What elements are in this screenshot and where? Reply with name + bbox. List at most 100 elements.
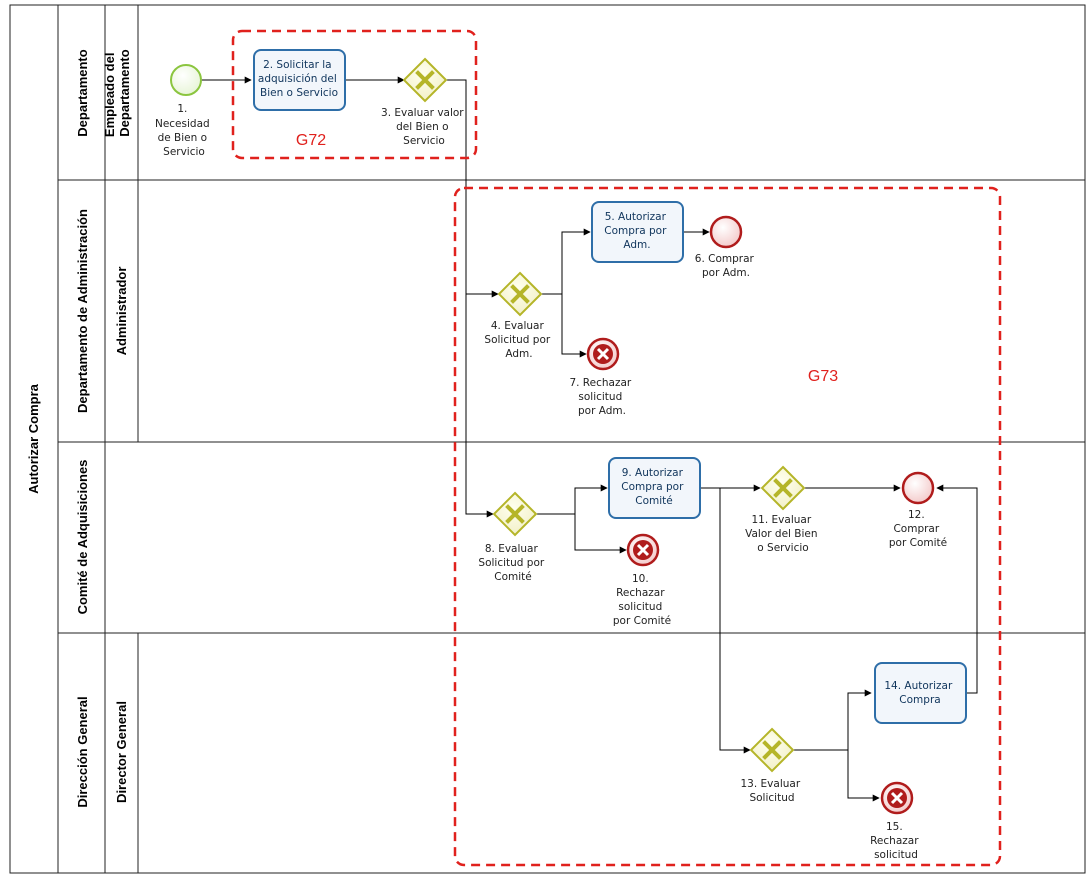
task-label: 14. Autorizar Compra [884, 680, 955, 706]
label-line: 13. Evaluar [741, 778, 801, 790]
exclusive-x-icon [762, 740, 782, 760]
label-line: o Servicio [757, 542, 808, 554]
label-line: Solicitud [749, 792, 794, 804]
label-line: Adm. [505, 348, 532, 360]
end-event-12-comprar-comite[interactable]: 12. Comprar por Comité [889, 471, 947, 549]
node-label: 8. Evaluar Solicitud por Comité [478, 543, 547, 583]
label-line: por Comité [613, 615, 671, 627]
node-label: 10. Rechazar solicitud por Comité [613, 573, 671, 627]
node-label: 3. Evaluar valor del Bien o Servicio [381, 107, 467, 147]
gateway-3-evaluar-valor[interactable]: 3. Evaluar valor del Bien o Servicio [381, 57, 467, 147]
label-line: Servicio [163, 146, 205, 158]
gateway-4-evaluar-solicitud-adm[interactable]: 4. Evaluar Solicitud por Adm. [484, 271, 553, 360]
end-event-6-comprar-adm[interactable]: 6. Comprar por Adm. [695, 215, 757, 279]
group-g72[interactable]: G72 [231, 29, 478, 160]
error-end-event-7-rechazar-adm[interactable]: 7. Rechazar solicitud por Adm. [569, 337, 634, 417]
label-line: 6. Comprar [695, 253, 755, 265]
task-label: 5. Autorizar Compra por Adm. [604, 211, 670, 251]
label-line: del Bien o [396, 121, 448, 133]
task-9-autorizar-compra-comite[interactable]: 9. Autorizar Compra por Comité [608, 457, 701, 519]
exclusive-x-icon [505, 504, 525, 524]
lane-title: Dirección General [75, 696, 90, 807]
label-line: por Adm. [702, 267, 750, 279]
error-end-event-15-rechazar[interactable]: 15. Rechazar solicitud [870, 781, 922, 861]
label-line: Compra por [604, 225, 667, 237]
label-line: Comité [494, 571, 531, 583]
task-label: 2. Solicitar la adquisición del Bien o S… [258, 59, 340, 99]
label-line: por Comité [889, 537, 947, 549]
task-14-autorizar-compra[interactable]: 14. Autorizar Compra [874, 662, 967, 724]
group-border [453, 186, 1002, 867]
label-line: 14. Autorizar [884, 680, 953, 692]
sublane-title: Administrador [114, 267, 129, 356]
end-event-circle [901, 471, 935, 505]
sublane-title-line: Departamento [117, 49, 132, 136]
label-line: solicitud [618, 601, 662, 613]
label-line: Rechazar [616, 587, 665, 599]
error-end-event-10-rechazar-comite[interactable]: 10. Rechazar solicitud por Comité [613, 533, 671, 627]
label-line: Comprar [893, 523, 939, 535]
label-line: Necesidad [155, 118, 210, 130]
exclusive-x-icon [510, 284, 530, 304]
label-line: Adm. [623, 239, 650, 251]
label-line: Solicitud por [478, 557, 544, 569]
lane-title: Departamento de Administración [75, 209, 90, 413]
task-2-solicitar-adquisicion[interactable]: 2. Solicitar la adquisición del Bien o S… [253, 49, 346, 111]
group-label: G73 [808, 368, 838, 385]
task-5-autorizar-compra-adm[interactable]: 5. Autorizar Compra por Adm. [591, 201, 684, 263]
flow-4-5 [541, 228, 591, 295]
lane-title: Comité de Adquisiciones [75, 460, 90, 615]
flow-13-15 [847, 750, 880, 802]
node-label: 6. Comprar por Adm. [695, 253, 757, 279]
label-line: 11. Evaluar [752, 514, 812, 526]
cancel-x-icon [636, 543, 650, 557]
label-line: solicitud [578, 391, 622, 403]
label-line: 9. Autorizar [622, 467, 684, 479]
cancel-x-icon [596, 347, 610, 361]
label-line: Compra [899, 694, 940, 706]
task-box [608, 457, 701, 519]
node-label: 7. Rechazar solicitud por Adm. [569, 377, 634, 417]
label-line: Valor del Bien [745, 528, 817, 540]
sublane-title: Director General [114, 701, 129, 803]
flow-13-14 [793, 689, 872, 751]
gateway-11-evaluar-valor-bien[interactable]: 11. Evaluar Valor del Bien o Servicio [745, 465, 821, 554]
label-line: por Adm. [578, 405, 626, 417]
label-line: Solicitud por [484, 334, 550, 346]
label-line: solicitud [874, 849, 918, 861]
flow-8-9 [536, 484, 608, 515]
exclusive-x-icon [773, 478, 793, 498]
node-label: 13. Evaluar Solicitud [741, 778, 804, 804]
label-line: 8. Evaluar [485, 543, 539, 555]
gateway-8-evaluar-solicitud-comite[interactable]: 8. Evaluar Solicitud por Comité [478, 491, 547, 583]
label-line: adquisición del [258, 73, 337, 85]
node-label: 12. Comprar por Comité [889, 509, 947, 549]
flow-3-8 [465, 294, 494, 518]
label-line: Servicio [403, 135, 445, 147]
end-event-circle [709, 215, 743, 249]
flow-14-12 [936, 484, 978, 694]
label-line: Comité [635, 495, 672, 507]
sublane-title-line: Empleado del [102, 53, 117, 138]
label-line: 10. [632, 573, 649, 585]
group-border [231, 29, 478, 160]
label-line: 1. [177, 103, 187, 115]
group-g73[interactable]: G73 [453, 186, 1002, 867]
pool: Autorizar Compra Departamento Empleado d… [9, 4, 1086, 874]
sublane-title: Empleado del Departamento [102, 49, 132, 137]
task-label: 9. Autorizar Compra por Comité [621, 467, 687, 507]
flow-8-10 [574, 514, 627, 554]
label-line: 3. Evaluar valor [381, 107, 464, 119]
task-box [591, 201, 684, 263]
cancel-x-icon [890, 791, 904, 805]
gateway-13-evaluar-solicitud[interactable]: 13. Evaluar Solicitud [741, 727, 804, 804]
flow-4-7 [561, 294, 587, 358]
label-line: 5. Autorizar [605, 211, 667, 223]
node-label: 15. Rechazar solicitud [870, 821, 922, 861]
exclusive-x-icon [415, 70, 435, 90]
start-event-1[interactable]: 1. Necesidad de Bien o Servicio [155, 64, 213, 158]
lane-title: Departamento [75, 49, 90, 136]
label-line: 2. Solicitar la [263, 59, 332, 71]
label-line: Rechazar [870, 835, 919, 847]
label-line: 7. Rechazar [569, 377, 631, 389]
